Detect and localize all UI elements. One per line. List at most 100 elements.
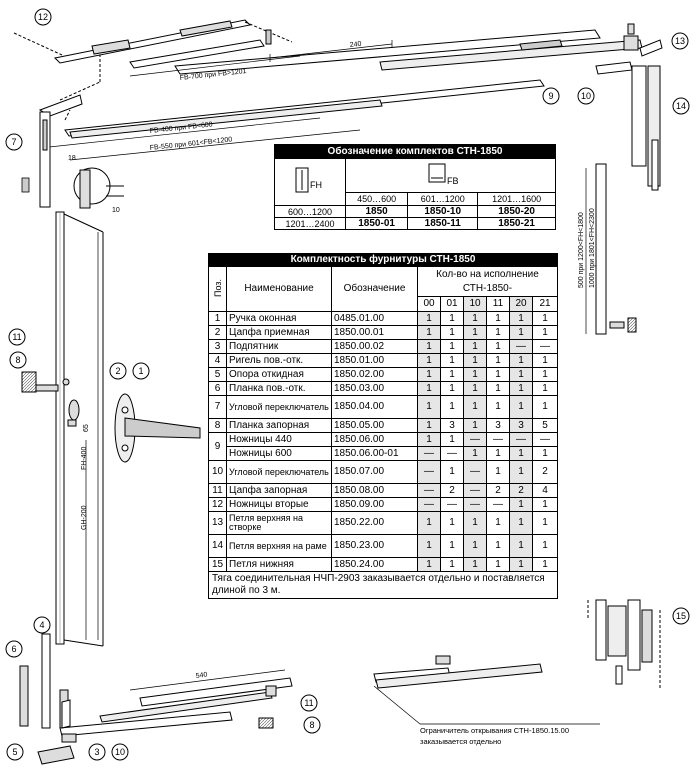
- callout-circle: [88, 743, 106, 761]
- callout-circle: [5, 133, 23, 151]
- sash-corner-7: [38, 94, 83, 208]
- dim-fh400-label: FH-400: [81, 447, 88, 470]
- row-qty: 1: [440, 367, 464, 382]
- row-qty: —: [440, 446, 464, 461]
- fb-sketch-cell: FB: [345, 157, 556, 194]
- row-pos: 4: [208, 353, 227, 368]
- callout-number: 5: [12, 747, 17, 757]
- kit-table-title: Обозначение комплектов СТН-1850: [274, 144, 556, 159]
- row-code: 1850.03.00: [331, 381, 418, 396]
- row-qty: 1: [509, 460, 533, 484]
- row-qty: —: [463, 497, 487, 512]
- dim-10-label: 10: [112, 207, 120, 214]
- row-qty: 1: [509, 395, 533, 419]
- row-qty: 4: [532, 483, 558, 498]
- row-qty: 3: [486, 418, 510, 433]
- row-pos: 8: [208, 418, 227, 433]
- row-name: Петля верхняя на створке: [226, 511, 332, 535]
- tilt-rail: [64, 79, 545, 139]
- row-qty: 1: [509, 353, 533, 368]
- row-code: 1850.07.00: [331, 460, 418, 484]
- callout-circle: [6, 743, 24, 761]
- bottom-rail: [99, 677, 293, 723]
- row-qty: 1: [417, 557, 441, 572]
- fb-sketch-label: FB: [447, 176, 459, 186]
- variant-header: 11: [486, 296, 510, 312]
- col-name-header: Наименование: [226, 266, 332, 312]
- fh-range-1: 600…1200: [274, 205, 346, 218]
- col-qty-header: Кол-во на исполнение СТН-1850-: [417, 265, 558, 298]
- row-qty: 1: [532, 395, 558, 419]
- row-qty: 1: [417, 534, 441, 558]
- right-vertical-bar: [595, 163, 607, 335]
- callout-number: 11: [12, 332, 21, 342]
- callout-number: 10: [115, 747, 125, 757]
- fb-sketch-icon: FB: [428, 163, 459, 186]
- row-qty: 1: [440, 557, 464, 572]
- callout-number: 9: [548, 91, 553, 101]
- row-pos: 1: [208, 311, 227, 326]
- sash-vertical-bar: [55, 211, 104, 647]
- bottom-corner-10: [59, 699, 233, 737]
- row-qty: 1: [463, 557, 487, 572]
- row-name: Угловой переключатель: [226, 395, 332, 419]
- row-qty: 1: [486, 311, 510, 326]
- row-qty: 1: [463, 511, 487, 535]
- row-qty: 1: [486, 557, 510, 572]
- callout-circle: [300, 694, 318, 712]
- row-qty: 1: [486, 367, 510, 382]
- row-name: Ножницы 600: [226, 446, 332, 461]
- row-code: 1850.00.01: [331, 325, 418, 340]
- variant-header: 01: [440, 296, 464, 312]
- row-qty: 1: [463, 381, 487, 396]
- row-name: Угловой переключатель: [226, 460, 332, 484]
- socket-2: [67, 399, 80, 427]
- callout-number: 13: [675, 36, 685, 46]
- row-qty: —: [463, 460, 487, 484]
- row-code: 1850.09.00: [331, 497, 418, 512]
- row-qty: —: [509, 339, 533, 354]
- callout-circle: [33, 616, 51, 634]
- col-pos-label: Поз.: [212, 278, 223, 297]
- keeper-8: [21, 371, 37, 393]
- variant-header: 00: [417, 296, 441, 312]
- variant-header: 10: [463, 296, 487, 312]
- row-qty: 1: [532, 497, 558, 512]
- dim-240-label: 240: [349, 41, 361, 49]
- dimension-fb400: [39, 117, 361, 161]
- pin-11: [35, 378, 70, 392]
- callout-circle: [542, 87, 560, 105]
- callout-circle: [34, 8, 52, 26]
- table-note: Тяга соединительная НЧП-2903 заказываетс…: [208, 571, 558, 599]
- row-qty: 1: [532, 534, 558, 558]
- fb-range-1: 450…600: [344, 192, 409, 206]
- small-fitting: [21, 177, 30, 193]
- row-qty: 1: [532, 367, 558, 382]
- row-qty: 1: [463, 325, 487, 340]
- dim-fb550-label: FB-550 при 601<FB<1200: [149, 136, 232, 152]
- dimension-240: [269, 40, 393, 62]
- row-qty: 1: [440, 460, 464, 484]
- row-qty: 1: [509, 325, 533, 340]
- row-code: 1850.04.00: [331, 395, 418, 419]
- row-qty: 1: [463, 418, 487, 433]
- row-qty: 1: [440, 353, 464, 368]
- row-name: Петля нижняя: [226, 557, 332, 572]
- row-pos: 9: [208, 432, 227, 461]
- dim-gh200-label: GH-200: [81, 505, 88, 530]
- row-qty: 1: [532, 557, 558, 572]
- row-qty: 1: [440, 511, 464, 535]
- row-code: 1850.22.00: [331, 511, 418, 535]
- row-qty: —: [440, 497, 464, 512]
- callout-number: 1: [138, 366, 143, 376]
